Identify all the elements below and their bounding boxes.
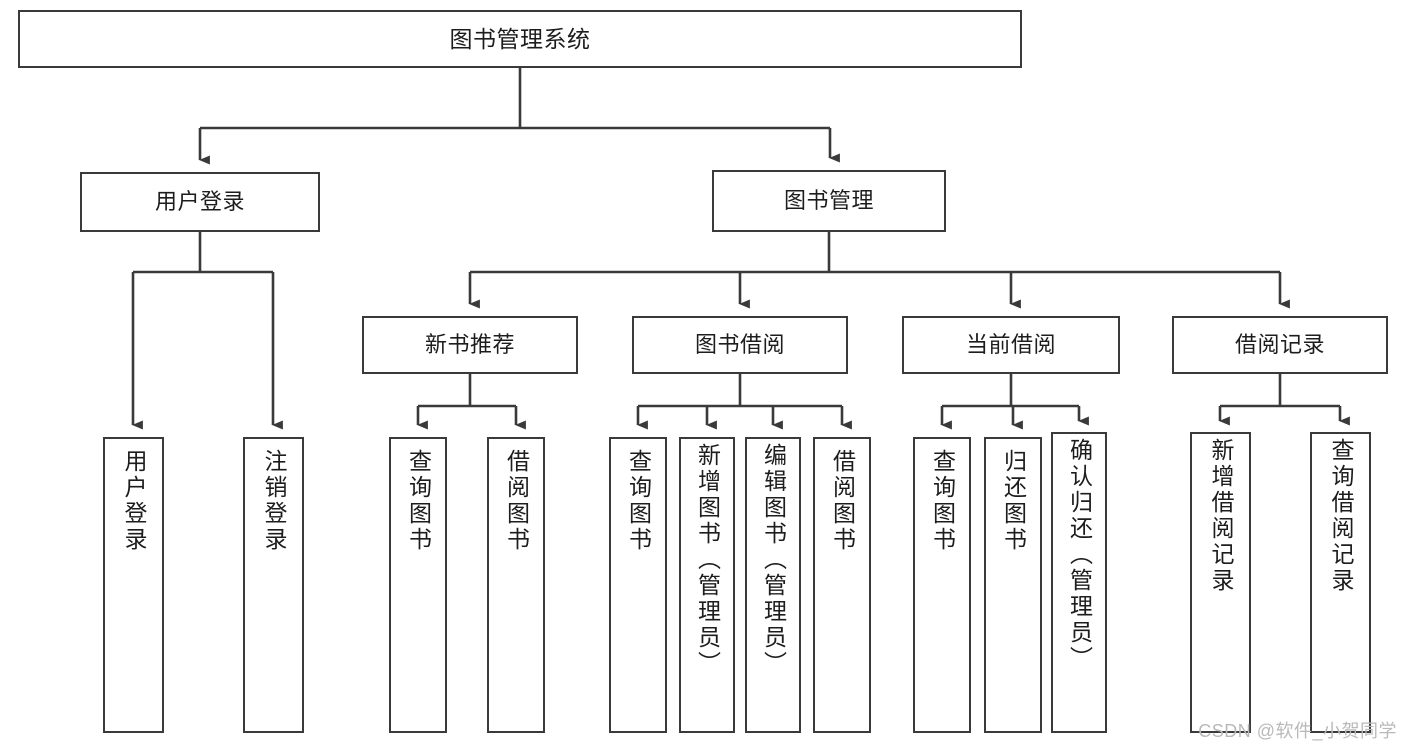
node-current-loan[interactable]: 当前借阅 xyxy=(902,316,1120,374)
node-label: 查询图书 xyxy=(405,449,432,553)
leaf-query-book-recommend[interactable]: 查询图书 xyxy=(389,437,447,733)
node-label: 借阅图书 xyxy=(829,449,856,553)
node-user-login[interactable]: 用户登录 xyxy=(80,172,320,232)
node-label: 注销登录 xyxy=(261,449,287,553)
leaf-user-logout[interactable]: 注销登录 xyxy=(243,437,304,733)
csdn-watermark: CSDN @软件_小贺同学 xyxy=(1198,721,1397,741)
leaf-add-book-admin[interactable]: 新增图书（管理员） xyxy=(679,437,735,733)
leaf-query-book-current[interactable]: 查询图书 xyxy=(913,437,971,733)
node-loan-record[interactable]: 借阅记录 xyxy=(1172,316,1388,374)
node-label: 借阅记录 xyxy=(1234,332,1325,358)
leaf-borrow-book-borrow[interactable]: 借阅图书 xyxy=(813,437,871,733)
leaf-confirm-return-admin[interactable]: 确认归还（管理员） xyxy=(1051,432,1107,733)
node-label: 查询借阅记录 xyxy=(1328,438,1354,594)
node-label: 新增图书（管理员） xyxy=(694,443,721,677)
node-label: 确认归还（管理员） xyxy=(1066,438,1093,672)
node-label: 借阅图书 xyxy=(503,449,530,553)
node-label: 查询图书 xyxy=(929,449,956,553)
node-label: 用户登录 xyxy=(154,189,245,215)
node-label: 图书管理系统 xyxy=(449,25,591,52)
node-label: 归还图书 xyxy=(1000,449,1027,553)
node-label: 图书管理 xyxy=(783,188,874,214)
node-root-system[interactable]: 图书管理系统 xyxy=(18,10,1022,68)
node-book-management[interactable]: 图书管理 xyxy=(712,170,946,232)
leaf-edit-book-admin[interactable]: 编辑图书（管理员） xyxy=(745,437,801,733)
node-label: 新增借阅记录 xyxy=(1208,438,1234,594)
leaf-add-loan-record[interactable]: 新增借阅记录 xyxy=(1190,432,1251,733)
node-label: 图书借阅 xyxy=(694,332,785,358)
node-book-borrow[interactable]: 图书借阅 xyxy=(632,316,848,374)
node-new-book-recommend[interactable]: 新书推荐 xyxy=(362,316,578,374)
leaf-return-book[interactable]: 归还图书 xyxy=(984,437,1042,733)
leaf-user-login[interactable]: 用户登录 xyxy=(103,437,164,733)
node-label: 新书推荐 xyxy=(424,332,515,358)
node-label: 用户登录 xyxy=(121,449,147,553)
node-label: 查询图书 xyxy=(625,449,652,553)
leaf-borrow-book-recommend[interactable]: 借阅图书 xyxy=(487,437,545,733)
leaf-query-book-borrow[interactable]: 查询图书 xyxy=(609,437,667,733)
leaf-query-loan-record[interactable]: 查询借阅记录 xyxy=(1310,432,1371,733)
node-label: 当前借阅 xyxy=(965,332,1056,358)
node-label: 编辑图书（管理员） xyxy=(760,443,787,677)
